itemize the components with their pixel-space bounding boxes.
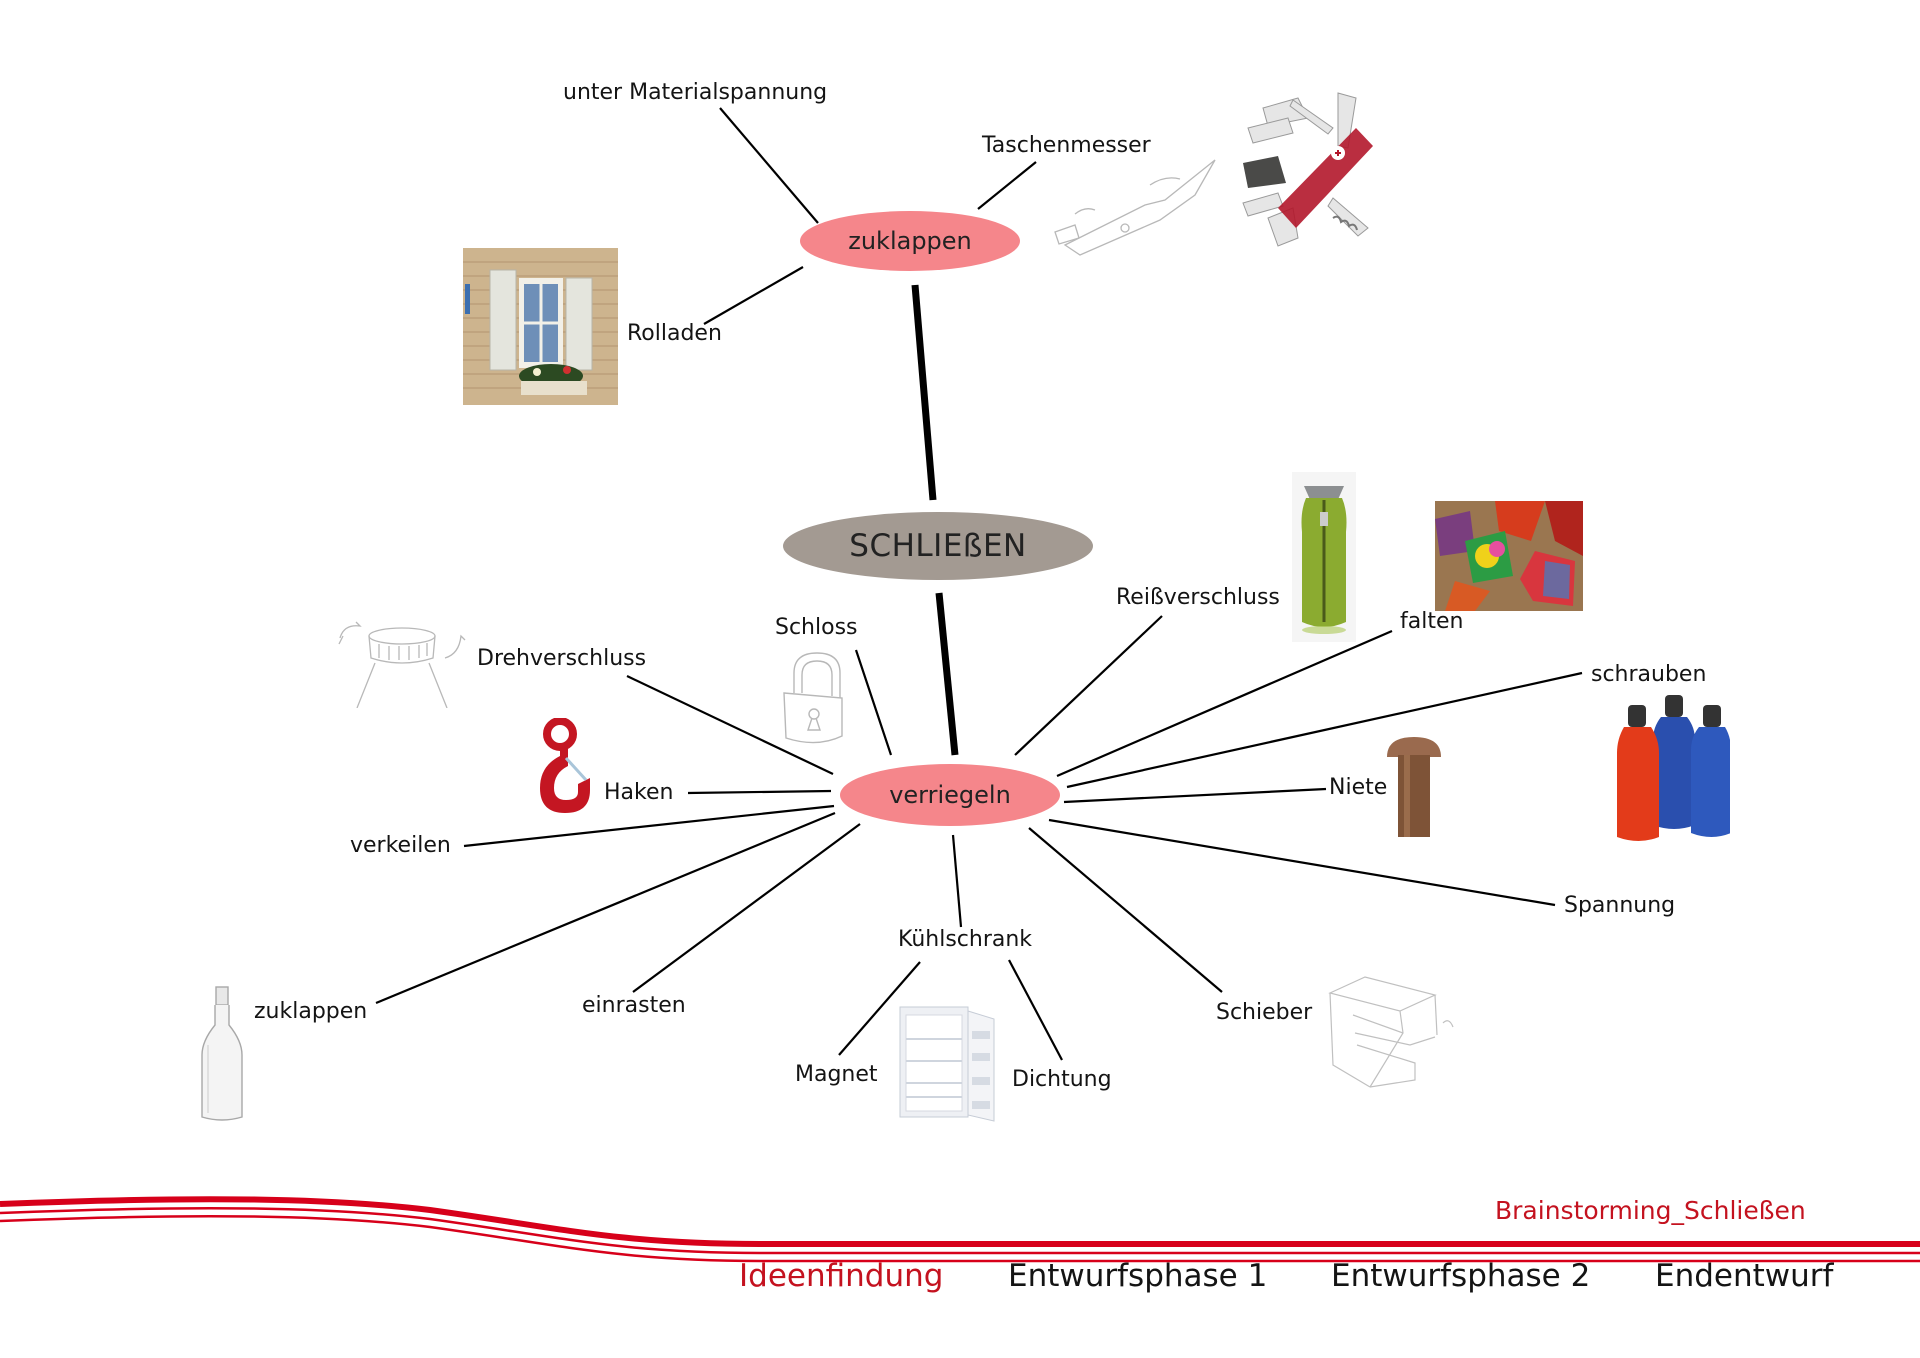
- node-verriegeln-label: verriegeln: [889, 781, 1011, 809]
- slide-title: Brainstorming_Schließen: [1495, 1196, 1806, 1225]
- connector-haken: [687, 789, 832, 795]
- label-niete: Niete: [1329, 775, 1388, 800]
- label-schieber: Schieber: [1216, 1000, 1313, 1025]
- connector-drehverschluss: [626, 675, 834, 775]
- connector-unter-materialspannung: [719, 107, 819, 224]
- nav-endentwurf[interactable]: Endentwurf: [1655, 1258, 1834, 1294]
- node-root-schliessen[interactable]: SCHLIEßEN: [783, 512, 1093, 580]
- nav-ideenfindung[interactable]: Ideenfindung: [739, 1258, 944, 1294]
- label-zuklappen-bottle: zuklappen: [254, 999, 368, 1024]
- rivet-image: [1384, 735, 1444, 838]
- connector-niete: [1063, 787, 1327, 804]
- label-unter-materialspannung: unter Materialspannung: [563, 80, 828, 105]
- pocket-knife-sketch: [1045, 150, 1220, 260]
- connector-schieber: [1028, 827, 1223, 993]
- water-bottles-image: [1615, 695, 1731, 845]
- padlock-sketch: [772, 648, 862, 748]
- connector-zuklappen-bottle: [375, 811, 836, 1005]
- swiss-army-knife-image: [1238, 88, 1383, 248]
- origami-image: [1435, 501, 1583, 611]
- connector-schloss: [854, 649, 893, 756]
- label-drehverschluss: Drehverschluss: [477, 646, 647, 671]
- connector-einrasten: [632, 823, 861, 993]
- node-zuklappen[interactable]: zuklappen: [800, 211, 1020, 271]
- nav-entwurfsphase-2[interactable]: Entwurfsphase 2: [1331, 1258, 1591, 1294]
- connector-kuehlschrank: [951, 834, 963, 928]
- connector-reissverschluss: [1014, 615, 1163, 756]
- footer-wave: [0, 1196, 1920, 1263]
- nav-entwurfsphase-1[interactable]: Entwurfsphase 1: [1008, 1258, 1268, 1294]
- label-taschenmesser: Taschenmesser: [982, 133, 1151, 158]
- connector-spannung: [1048, 818, 1556, 907]
- label-dichtung: Dichtung: [1012, 1067, 1112, 1092]
- connector-dichtung: [1008, 959, 1063, 1061]
- label-schloss: Schloss: [775, 615, 858, 640]
- node-root-label: SCHLIEßEN: [849, 528, 1027, 564]
- fridge-image: [898, 1005, 1000, 1123]
- connector-verkeilen: [463, 804, 835, 848]
- label-verkeilen: verkeilen: [350, 833, 451, 858]
- label-kuehlschrank: Kühlschrank: [898, 927, 1033, 952]
- red-hook-image: [530, 717, 600, 818]
- swing-top-bottle-image: [198, 985, 246, 1125]
- label-magnet: Magnet: [795, 1062, 878, 1087]
- zipper-carafe-image: [1292, 472, 1356, 642]
- node-verriegeln[interactable]: verriegeln: [840, 764, 1060, 826]
- label-einrasten: einrasten: [582, 993, 686, 1018]
- label-reissverschluss: Reißverschluss: [1116, 585, 1280, 610]
- connector-root-zuklappen: [911, 284, 937, 501]
- node-zuklappen-label: zuklappen: [848, 227, 972, 255]
- drawer-sketch: [1325, 975, 1490, 1090]
- window-shutters-image: [463, 248, 618, 405]
- connector-magnet: [838, 961, 921, 1056]
- connector-root-verriegeln: [935, 592, 959, 756]
- label-falten: falten: [1400, 609, 1464, 634]
- label-spannung: Spannung: [1564, 893, 1676, 918]
- connector-falten: [1056, 629, 1393, 778]
- screw-cap-sketch: [335, 618, 470, 709]
- connector-schrauben: [1066, 671, 1583, 789]
- label-haken: Haken: [604, 780, 674, 805]
- label-schrauben: schrauben: [1591, 662, 1707, 687]
- label-rolladen: Rolladen: [627, 321, 722, 346]
- connector-rolladen: [703, 266, 804, 325]
- connector-taschenmesser: [977, 161, 1037, 210]
